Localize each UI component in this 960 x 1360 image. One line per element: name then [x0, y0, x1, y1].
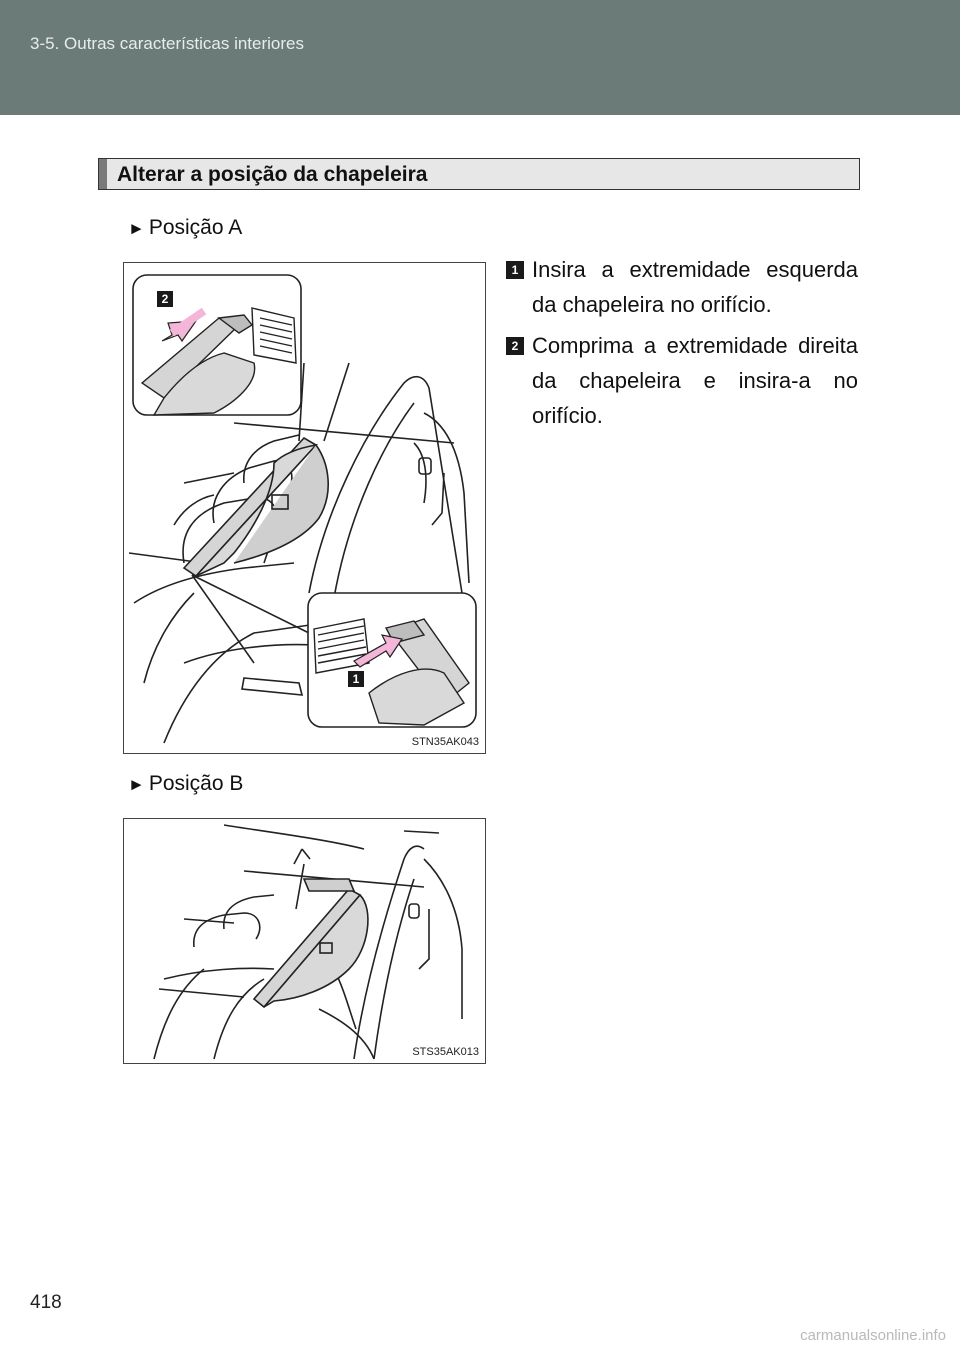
- header-band: 3-5. Outras características interiores: [0, 0, 960, 115]
- position-a-text: Posição A: [148, 216, 243, 239]
- title-accent: [99, 159, 107, 189]
- figure-position-a: 2 1 STN35AK043: [123, 262, 486, 754]
- step-2: 2 Comprima a extremidade direita da chap…: [506, 328, 858, 433]
- triangle-bullet-icon: ►: [128, 775, 145, 794]
- figure-code-b: STS35AK013: [412, 1046, 479, 1058]
- page-number: 418: [30, 1292, 62, 1313]
- position-a-label: ►Posição A: [128, 216, 242, 240]
- step-number-1: 1: [506, 261, 524, 279]
- section-header: 3-5. Outras características interiores: [30, 34, 304, 53]
- step-2-text: Comprima a extremidade direita da chapel…: [532, 333, 858, 428]
- callout-1: 1: [348, 671, 364, 687]
- figure-position-b: STS35AK013: [123, 818, 486, 1064]
- section-title-bar: Alterar a posição da chapeleira: [98, 158, 860, 190]
- figure-code-a: STN35AK043: [411, 736, 479, 748]
- cargo-cover-illustration-b: [153, 824, 463, 1060]
- cargo-cover-illustration-a: [128, 274, 477, 744]
- step-1-text: Insira a extremidade esquerda da chapele…: [532, 257, 858, 317]
- triangle-bullet-icon: ►: [128, 219, 145, 238]
- watermark: carmanualsonline.info: [800, 1327, 946, 1344]
- step-number-2: 2: [506, 337, 524, 355]
- section-title: Alterar a posição da chapeleira: [117, 163, 428, 186]
- position-b-text: Posição B: [148, 772, 244, 795]
- step-1: 1 Insira a extremidade esquerda da chape…: [506, 252, 858, 322]
- callout-2: 2: [157, 291, 173, 307]
- instruction-steps: 1 Insira a extremidade esquerda da chape…: [506, 252, 858, 439]
- position-b-label: ►Posição B: [128, 772, 243, 796]
